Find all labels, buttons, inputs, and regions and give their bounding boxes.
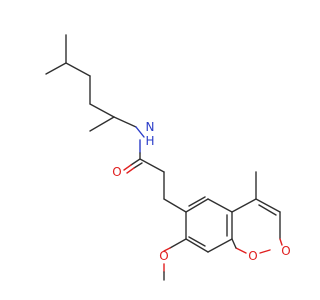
bond (185, 238, 209, 253)
bond (207, 198, 233, 213)
bond (231, 238, 237, 249)
bond (188, 236, 206, 247)
bond (130, 158, 141, 166)
bond (126, 167, 135, 174)
atom-label-n: N (146, 120, 155, 134)
bond (133, 162, 143, 169)
atom-label-h: H (145, 134, 154, 148)
bond (258, 204, 277, 216)
bond (113, 116, 137, 128)
bond (231, 198, 257, 213)
bond (45, 62, 67, 75)
atom-labels-group: N H O O O O (112, 120, 290, 263)
bond (188, 196, 206, 207)
structure-canvas: N H O O O O (45, 34, 291, 281)
bond (169, 238, 187, 249)
bond (185, 198, 209, 213)
atom-label-o-lactone: O (281, 244, 290, 258)
bond (139, 158, 165, 173)
bond (65, 62, 91, 77)
bond (89, 103, 115, 118)
bond (235, 247, 247, 254)
bond (163, 198, 187, 213)
bond (135, 126, 145, 138)
molecule-structure: N H O O O O (45, 34, 291, 281)
atom-label-o-carbonyl: O (112, 165, 121, 179)
bond (259, 249, 271, 254)
bond (255, 198, 281, 213)
bonds-group (45, 34, 283, 281)
bond (163, 247, 171, 252)
bond (207, 238, 233, 253)
atom-label-o-methoxy: O (159, 249, 168, 263)
bond (123, 164, 132, 171)
bond (89, 116, 115, 132)
atom-label-o-ring: O (248, 249, 257, 263)
bond (279, 238, 283, 246)
